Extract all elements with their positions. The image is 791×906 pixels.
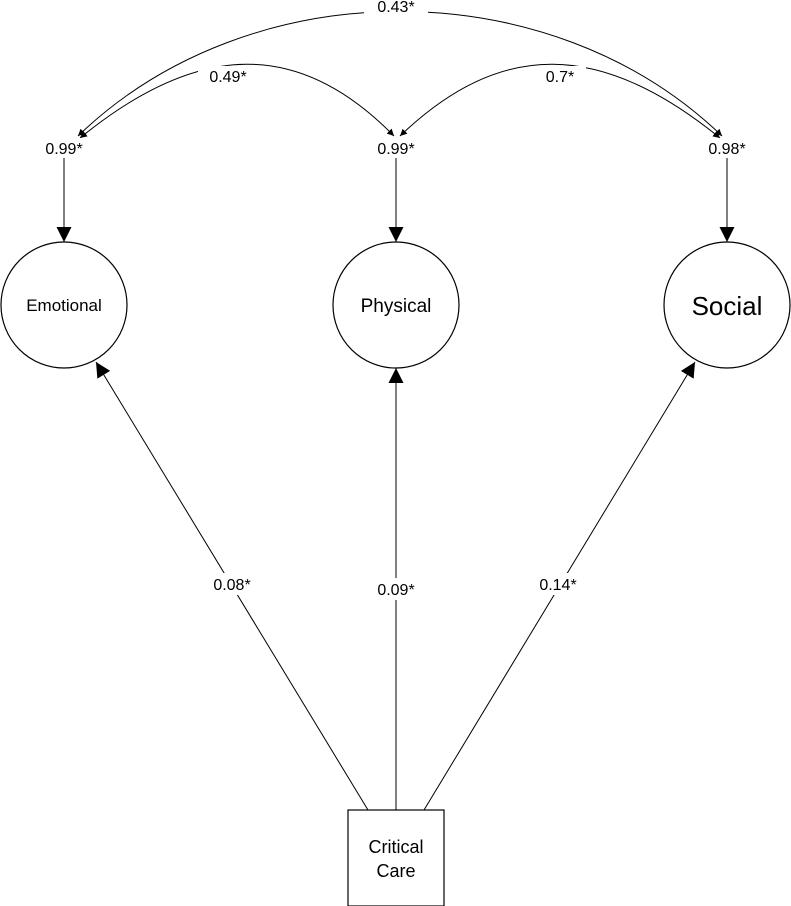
node-emotional-label: Emotional [26, 296, 102, 315]
node-social-circle [663, 241, 791, 369]
node-critical-care-label-line2: Care [376, 861, 415, 881]
node-social-label: Social [692, 291, 763, 321]
node-critical-care-box [347, 809, 445, 906]
residual-label-emotional: 0.99* [45, 141, 82, 158]
covariance-label-physical-social: 0.7* [546, 69, 574, 86]
path-label-critical-care-to-emotional: 0.08* [213, 577, 250, 594]
coef-label-group: 0.43* 0.49* 0.7* 0.99* 0.99* 0.98* 0.08*… [36, 0, 757, 600]
covariance-label-emotional-social: 0.43* [377, 0, 414, 16]
path-label-critical-care-to-physical: 0.09* [377, 582, 414, 599]
residual-label-social: 0.98* [708, 141, 745, 158]
covariance-arc-emotional-physical [79, 63, 395, 139]
node-emotional-circle [0, 241, 128, 369]
covariance-label-emotional-physical: 0.49* [209, 69, 246, 86]
residual-label-physical: 0.99* [377, 141, 414, 158]
covariance-arc-physical-social [399, 63, 721, 139]
path-label-critical-care-to-social: 0.14* [539, 577, 576, 594]
node-critical-care-label-line1: Critical [368, 837, 423, 857]
node-physical-label: Physical [361, 296, 432, 317]
node-physical-circle [332, 241, 460, 369]
covariance-arc-emotional-social [77, 11, 723, 137]
